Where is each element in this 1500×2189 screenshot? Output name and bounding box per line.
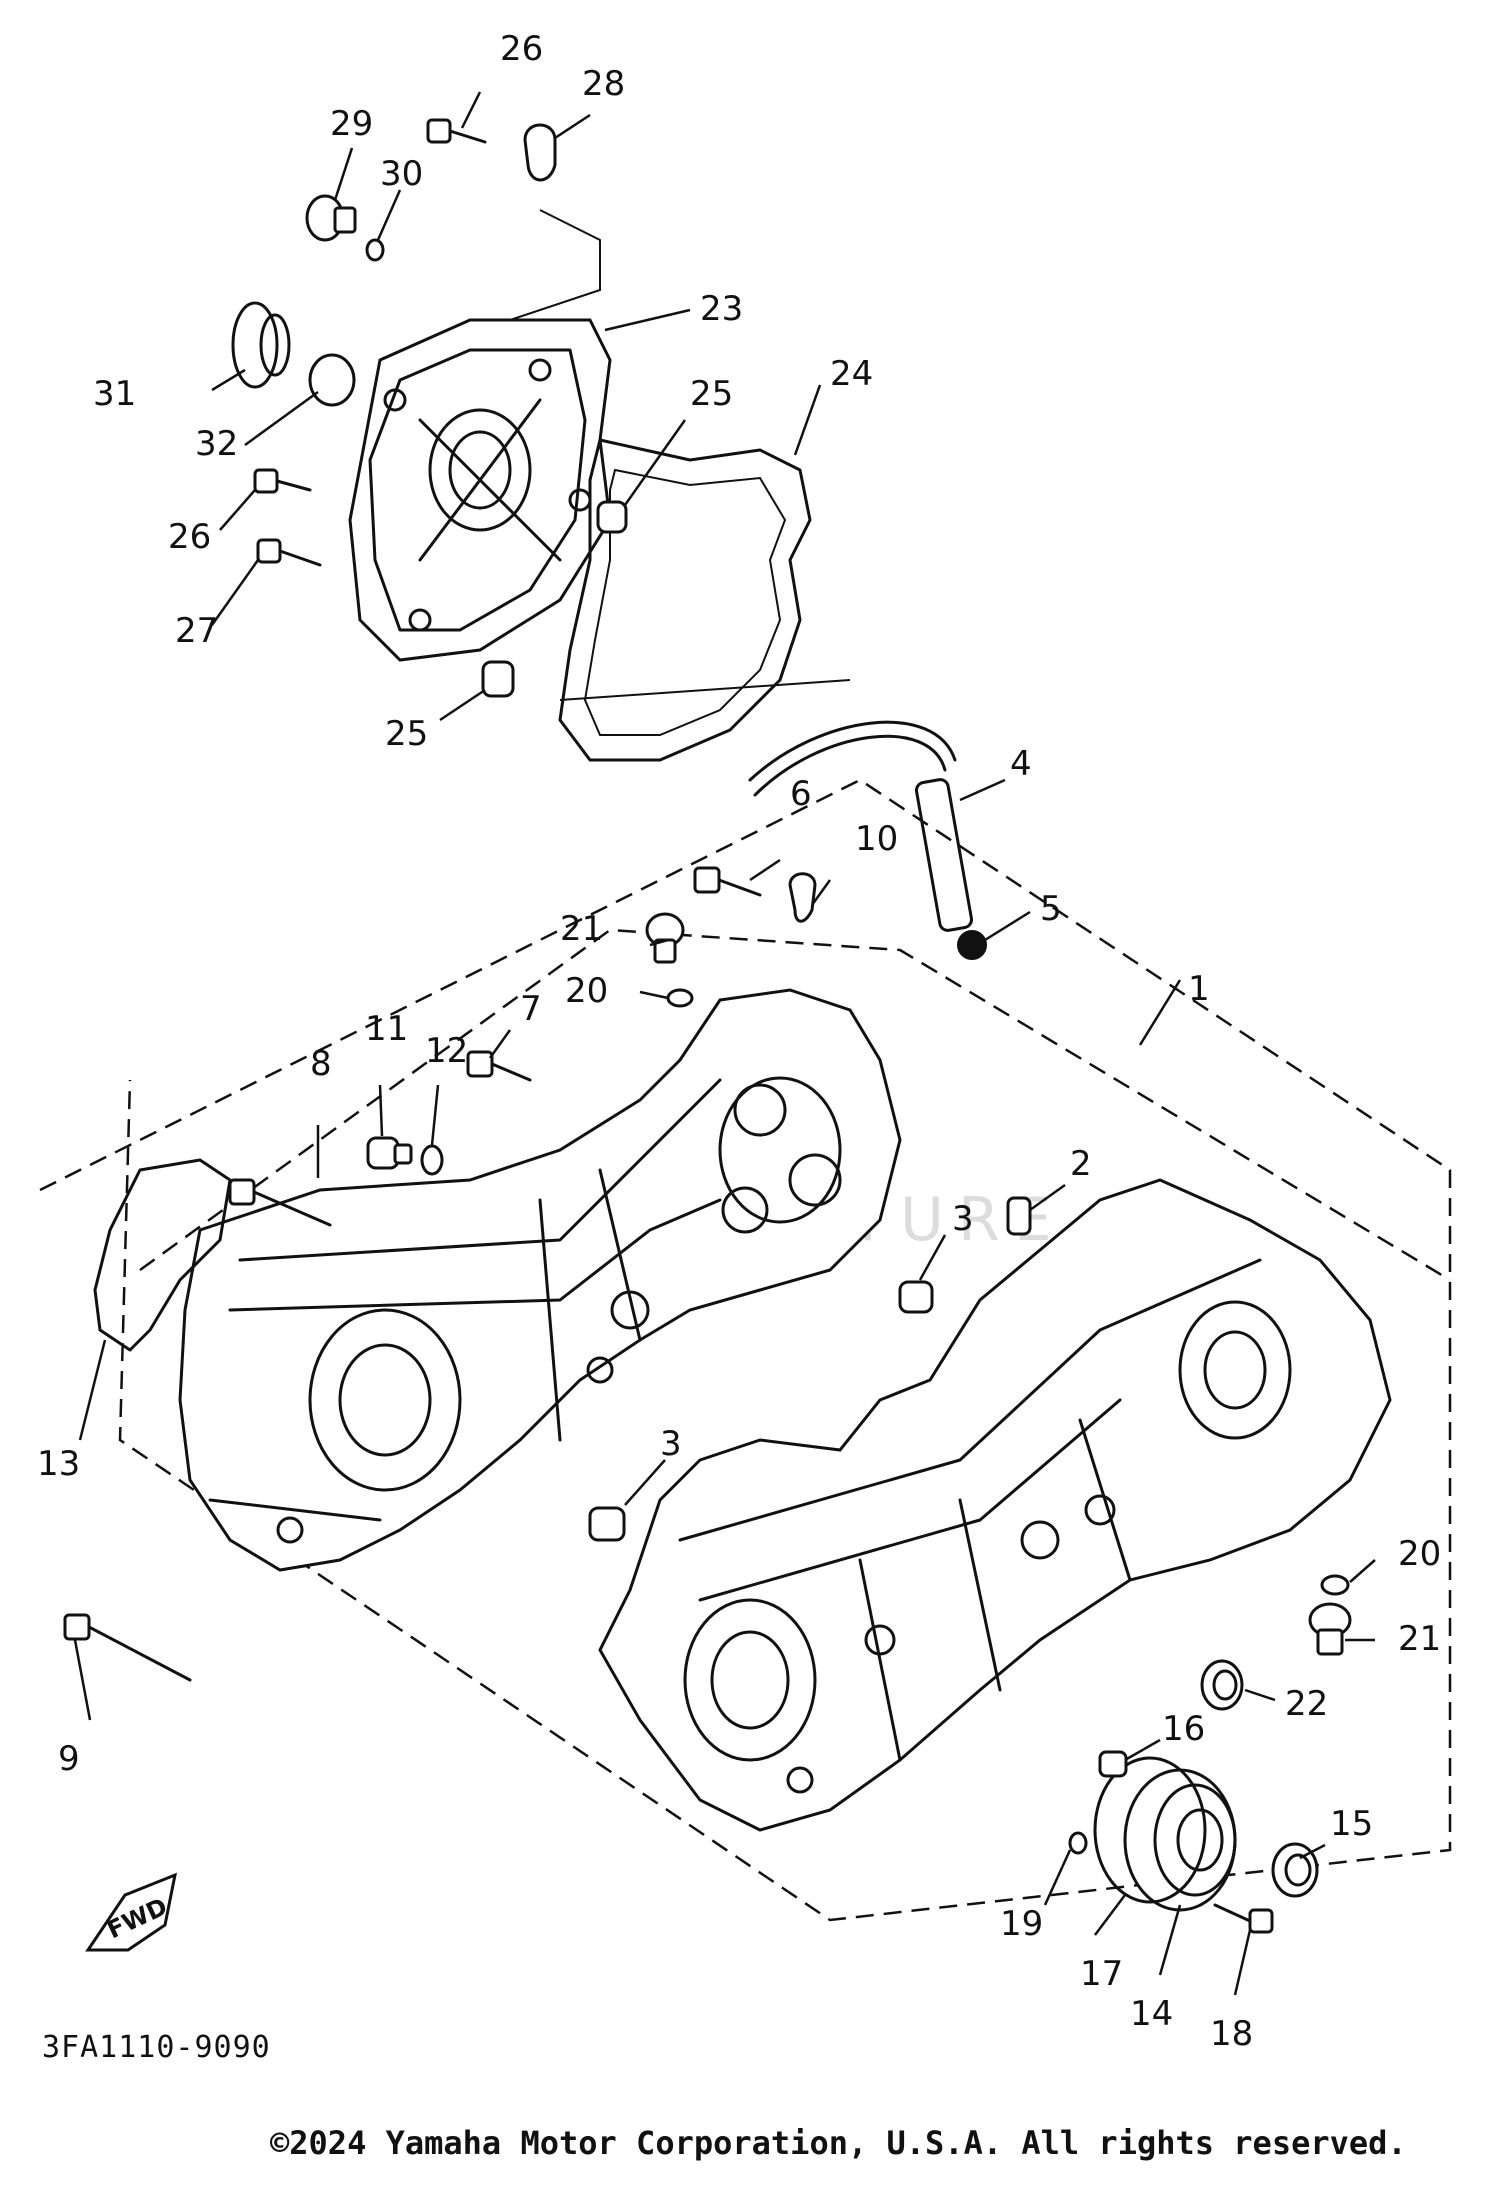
callout-21-right: 21 <box>1398 1619 1441 1659</box>
top-bolt-part <box>426 118 487 144</box>
breather-nipple-part <box>1006 1196 1032 1236</box>
callout-1: 1 <box>1188 969 1210 1009</box>
callout-21-top: 21 <box>560 909 603 949</box>
breather-pipe-part <box>914 778 974 932</box>
callout-7: 7 <box>520 989 542 1029</box>
callout-11: 11 <box>365 1009 408 1049</box>
leader-lines-lower <box>73 858 1376 1996</box>
plug-part <box>366 1136 413 1170</box>
callout-20-top: 20 <box>565 971 608 1011</box>
dowel-pin-part <box>1098 1750 1128 1778</box>
oil-seal-part <box>231 301 291 389</box>
callout-23: 23 <box>700 289 743 329</box>
callout-19: 19 <box>1000 1904 1043 1944</box>
breather-hose-part <box>753 734 947 797</box>
o-ring-part <box>365 238 385 262</box>
left-crankcase-half-part <box>178 988 902 1572</box>
callout-14: 14 <box>1130 1994 1173 2034</box>
housing-bolt-part <box>1213 1903 1274 1934</box>
right-case-outline <box>139 928 1451 1282</box>
callout-30: 30 <box>380 154 423 194</box>
callout-10: 10 <box>855 819 898 859</box>
callout-12: 12 <box>425 1031 468 1071</box>
pin-part <box>1068 1831 1088 1855</box>
callout-8: 8 <box>310 1044 332 1084</box>
gasket-washer-part <box>666 988 694 1008</box>
callout-31: 31 <box>93 374 136 414</box>
callout-17: 17 <box>1080 1954 1123 1994</box>
callout-22: 22 <box>1285 1684 1328 1724</box>
case-bolt-part <box>466 1050 532 1082</box>
cover-bolt-part <box>253 468 312 494</box>
bearing-housing-part <box>1123 1768 1237 1912</box>
callout-numbers: 26 28 29 30 23 24 31 32 25 26 27 25 4 6 … <box>37 29 1441 2054</box>
callout-32: 32 <box>195 424 238 464</box>
callout-24: 24 <box>830 354 873 394</box>
callout-3-bottom: 3 <box>660 1424 682 1464</box>
dowel-pin-part <box>898 1280 934 1314</box>
callout-6: 6 <box>790 774 812 814</box>
circlip-part <box>1093 1756 1207 1904</box>
dowel-pin-part <box>596 500 628 534</box>
crank-oil-seal-part <box>1200 1659 1244 1711</box>
callout-15: 15 <box>1330 1804 1373 1844</box>
check-bolt-part <box>645 912 685 964</box>
callout-4: 4 <box>1010 744 1032 784</box>
callout-3-top: 3 <box>952 1199 974 1239</box>
gasket-group-line <box>559 679 851 701</box>
dowel-pin-part <box>588 1506 626 1542</box>
bearing-seal-part <box>1271 1842 1319 1898</box>
drain-plug-part <box>305 194 357 242</box>
callout-5: 5 <box>1040 889 1062 929</box>
case-bolt-long-part <box>228 1178 332 1227</box>
washer-part <box>420 1144 444 1176</box>
check-bolt-part <box>1308 1602 1352 1656</box>
callout-9: 9 <box>58 1739 80 1779</box>
case-bolt-bottom-part <box>63 1613 192 1682</box>
hose-clamp-part <box>523 123 557 182</box>
cover-group-line <box>479 209 601 331</box>
leader-lines-upper <box>210 91 822 722</box>
callout-25-bottom: 25 <box>385 714 428 754</box>
case-bolt-part <box>693 866 762 897</box>
copyright-notice: ©2024 Yamaha Motor Corporation, U.S.A. A… <box>270 2124 1407 2162</box>
hose-clamp-small-part <box>957 930 987 960</box>
right-crankcase-half-part <box>598 1178 1392 1832</box>
callout-16: 16 <box>1162 1709 1205 1749</box>
gasket-washer-part <box>1320 1574 1350 1596</box>
cover-bolt-long-part <box>256 538 322 567</box>
diagram-part-code: 3FA1110-9090 <box>42 2030 271 2065</box>
o-ring-large-part <box>308 353 356 407</box>
cover-gasket-part <box>558 438 812 762</box>
crankcase-cover-part <box>348 318 612 662</box>
crankcase-gasket-part <box>93 1158 232 1352</box>
cover-gasket-inner <box>583 468 787 736</box>
breather-hose-edge <box>748 720 957 782</box>
callout-26-left: 26 <box>168 517 211 557</box>
callout-29: 29 <box>330 104 373 144</box>
fwd-direction-arrow: FWD <box>85 1872 178 1952</box>
callout-27: 27 <box>175 611 218 651</box>
callout-25-top: 25 <box>690 374 733 414</box>
callout-18: 18 <box>1210 2014 1253 2054</box>
callout-2: 2 <box>1070 1144 1092 1184</box>
breather-clamp-part <box>788 872 817 923</box>
callout-26-top: 26 <box>500 29 543 69</box>
dowel-pin-part <box>481 660 515 698</box>
callout-28: 28 <box>582 64 625 104</box>
callout-13: 13 <box>37 1444 80 1484</box>
crankcase-group-outline <box>39 778 1452 1922</box>
callout-20-right: 20 <box>1398 1534 1441 1574</box>
